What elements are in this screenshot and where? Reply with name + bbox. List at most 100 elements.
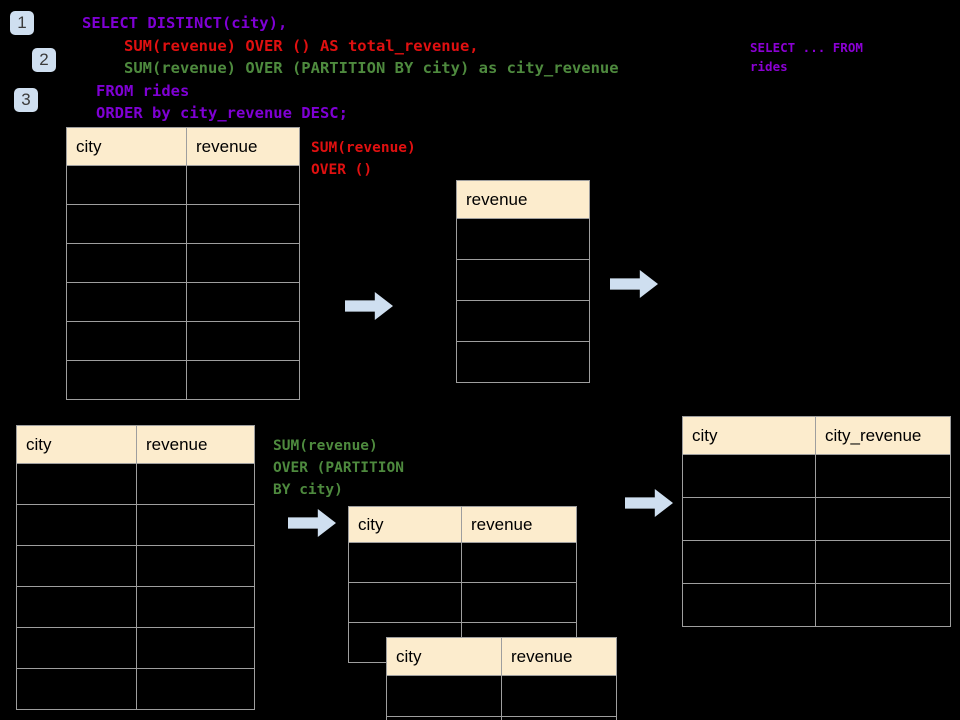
table-cell bbox=[16, 463, 137, 505]
table-row bbox=[348, 542, 577, 583]
arrow-top-right-icon bbox=[610, 270, 658, 298]
column-header: city bbox=[386, 637, 502, 676]
table-cell bbox=[501, 675, 617, 717]
column-header: city bbox=[682, 416, 816, 455]
table-row bbox=[16, 545, 255, 587]
table-cell bbox=[682, 497, 816, 541]
step-badge-3: 3 bbox=[14, 88, 38, 112]
table-cell bbox=[66, 321, 187, 361]
sql-line-5: ORDER by city_revenue DESC; bbox=[96, 104, 348, 122]
table-cell bbox=[66, 243, 187, 283]
table-cell bbox=[136, 545, 255, 587]
table-cell bbox=[682, 540, 816, 584]
table-cell bbox=[16, 504, 137, 546]
table-cell bbox=[186, 204, 300, 244]
table-cell bbox=[815, 497, 951, 541]
table-row bbox=[386, 716, 617, 720]
table-cell bbox=[66, 282, 187, 322]
table-cell bbox=[386, 675, 502, 717]
sql-line-4: FROM rides bbox=[96, 81, 190, 100]
table-cell bbox=[682, 454, 816, 498]
table-cell bbox=[461, 542, 577, 583]
column-header: revenue bbox=[136, 425, 255, 464]
table-cell bbox=[66, 165, 187, 205]
table-cell bbox=[186, 282, 300, 322]
table-row bbox=[456, 341, 590, 383]
table-cell bbox=[348, 542, 462, 583]
table-cell bbox=[682, 583, 816, 627]
table-cell bbox=[348, 582, 462, 623]
arrow-bottom-left-icon bbox=[288, 509, 336, 537]
table-cell bbox=[186, 321, 300, 361]
sidenote-line-1: SELECT ... FROM bbox=[750, 40, 863, 55]
table-cell bbox=[66, 204, 187, 244]
sql-code-block: SELECT DISTINCT(city), SUM(revenue) OVER … bbox=[82, 12, 619, 125]
column-header: revenue bbox=[461, 506, 577, 543]
table-cell bbox=[186, 165, 300, 205]
table-cell bbox=[16, 668, 137, 710]
table-row bbox=[682, 454, 951, 498]
arrow-top-left-icon bbox=[345, 292, 393, 320]
table-row bbox=[16, 586, 255, 628]
table-row bbox=[456, 300, 590, 342]
table-cell bbox=[136, 463, 255, 505]
table-cell bbox=[136, 668, 255, 710]
column-header: revenue bbox=[456, 180, 590, 219]
table-row bbox=[16, 463, 255, 505]
column-header: revenue bbox=[186, 127, 300, 166]
table-row bbox=[66, 321, 300, 361]
select-from-rides-note: SELECT ... FROM rides bbox=[750, 38, 863, 76]
table-cell bbox=[136, 586, 255, 628]
table-row bbox=[66, 165, 300, 205]
table-row bbox=[66, 360, 300, 400]
step-badge-2: 2 bbox=[32, 48, 56, 72]
table-cell bbox=[186, 243, 300, 283]
table-row bbox=[682, 497, 951, 541]
table-cell bbox=[16, 545, 137, 587]
sql-line-3: SUM(revenue) OVER (PARTITION BY city) as… bbox=[124, 59, 619, 77]
table-cell bbox=[456, 259, 590, 301]
table-cell bbox=[136, 504, 255, 546]
table-row bbox=[16, 504, 255, 546]
table-row bbox=[456, 218, 590, 260]
annotation-line: OVER (PARTITION bbox=[273, 460, 404, 476]
sql-line-1: SELECT DISTINCT(city), bbox=[82, 14, 288, 32]
table-row bbox=[348, 582, 577, 623]
table-cell bbox=[815, 454, 951, 498]
table-row bbox=[66, 243, 300, 283]
table-row bbox=[16, 627, 255, 669]
sql-line-2: SUM(revenue) OVER () AS total_revenue, bbox=[124, 36, 479, 55]
table-cell bbox=[186, 360, 300, 400]
table-cell bbox=[461, 582, 577, 623]
arrow-bottom-right-icon bbox=[625, 489, 673, 517]
step-badge-1: 1 bbox=[10, 11, 34, 35]
column-header: city bbox=[66, 127, 187, 166]
table-row bbox=[66, 282, 300, 322]
table-row bbox=[682, 540, 951, 584]
table-cell bbox=[66, 360, 187, 400]
table-cell bbox=[815, 540, 951, 584]
table-cell bbox=[386, 716, 502, 720]
sidenote-line-2: rides bbox=[750, 59, 788, 74]
column-header: city bbox=[16, 425, 137, 464]
table-cell bbox=[136, 627, 255, 669]
annotation-line: SUM(revenue) bbox=[273, 438, 378, 454]
table-cell bbox=[16, 586, 137, 628]
table-header-row: revenue bbox=[456, 180, 590, 219]
table-cell bbox=[16, 627, 137, 669]
annotation-line: OVER () bbox=[311, 162, 373, 178]
table-cell bbox=[501, 716, 617, 720]
column-header: revenue bbox=[501, 637, 617, 676]
table-cell bbox=[456, 341, 590, 383]
table-cell bbox=[456, 218, 590, 260]
